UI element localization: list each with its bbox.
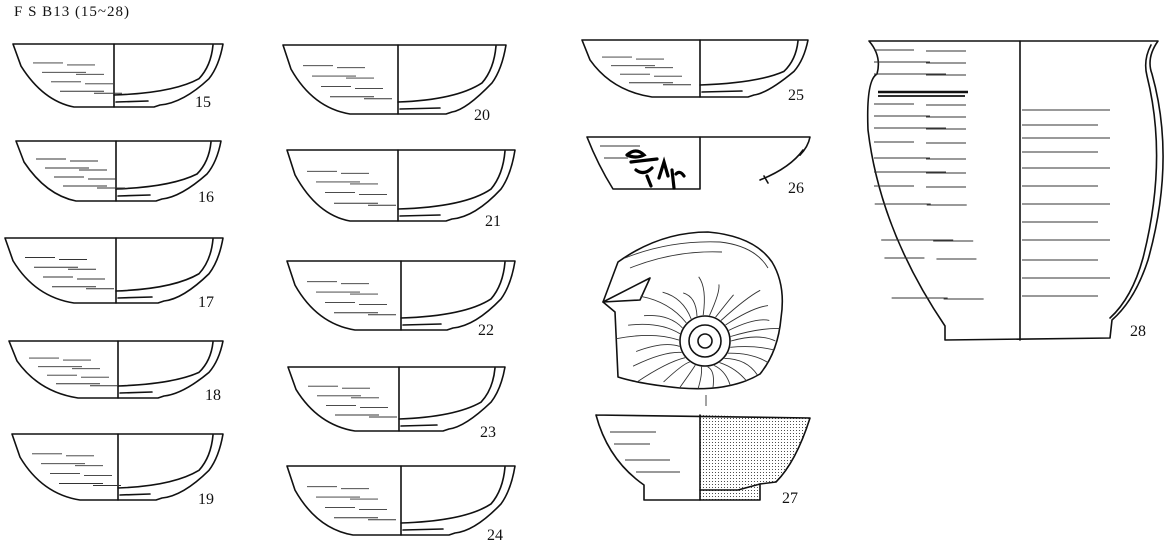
vessel-23-bowl (287, 366, 506, 432)
vessel-number-19: 19 (198, 491, 214, 508)
vessel-number-23: 23 (480, 424, 496, 441)
vessel-17-bowl (4, 237, 224, 304)
ink-inscription (625, 149, 686, 190)
vessel-number-27: 27 (782, 490, 798, 507)
vessel-22-bowl (286, 260, 516, 331)
vessel-25-bowl (581, 39, 809, 98)
vessel-20-bowl (282, 44, 507, 115)
vessel-28-jar (866, 40, 1164, 341)
vessel-number-16: 16 (198, 189, 214, 206)
vessel-18-bowl (8, 340, 224, 399)
vessel-number-28: 28 (1130, 323, 1146, 340)
vessel-27-base-view (602, 231, 784, 406)
vessel-24-bowl (286, 465, 516, 536)
vessel-16-bowl (15, 140, 222, 202)
vessel-21-bowl (286, 149, 516, 222)
vessel-number-17: 17 (198, 294, 214, 311)
vessel-26-fragment (586, 136, 811, 190)
vessel-19-bowl (11, 433, 224, 501)
vessel-number-26: 26 (788, 180, 804, 197)
vessel-number-18: 18 (205, 387, 221, 404)
vessel-number-20: 20 (474, 107, 490, 124)
vessel-number-21: 21 (485, 213, 501, 230)
figure-heading: F S B13 (15~28) (14, 4, 131, 20)
vessel-number-15: 15 (195, 94, 211, 111)
vessel-number-24: 24 (487, 527, 503, 544)
vessel-number-25: 25 (788, 87, 804, 104)
vessel-number-22: 22 (478, 322, 494, 339)
vessel-15-bowl (12, 43, 224, 108)
vessel-27-profile (595, 414, 811, 501)
